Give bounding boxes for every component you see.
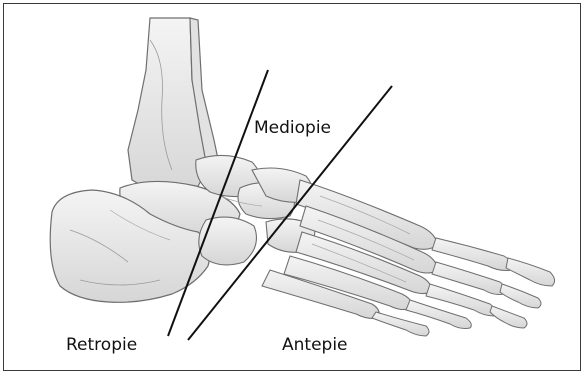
retropie-label: Retropie (66, 337, 137, 354)
antepie-label: Antepie (282, 337, 348, 354)
mediopie-label: Mediopie (254, 120, 331, 137)
